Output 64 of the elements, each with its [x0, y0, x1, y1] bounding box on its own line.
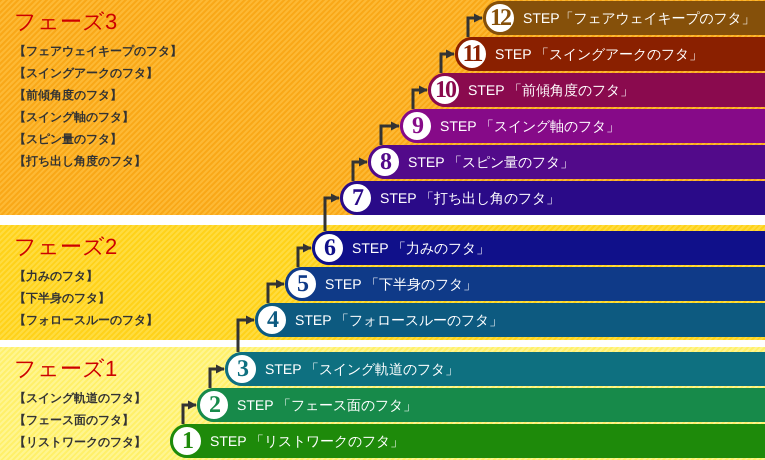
phase-item: 【フェアウェイキープのフタ】	[14, 43, 182, 60]
phase-band	[0, 225, 765, 340]
step-number: 3	[225, 352, 259, 386]
phase-item: 【打ち出し角度のフタ】	[14, 153, 147, 170]
phase-heading: フェーズ1	[14, 355, 118, 383]
step-number: 12	[483, 1, 517, 35]
phase-band	[0, 0, 765, 215]
step-number: 7	[340, 181, 374, 215]
step-label: STEP 「打ち出し角のフタ」	[380, 188, 560, 208]
step-number: 2	[197, 388, 231, 422]
step-arrow	[296, 244, 312, 267]
step-number: 9	[400, 109, 434, 143]
phase-band	[0, 347, 765, 460]
phase-item: 【スピン量のフタ】	[14, 131, 123, 148]
step-bar	[285, 267, 765, 301]
phase-item: 【リストワークのフタ】	[14, 434, 146, 451]
step-arrow	[182, 400, 197, 424]
step-label: STEP 「フォロースルーのフタ」	[295, 310, 504, 330]
step-number: 11	[455, 37, 489, 71]
step-bar	[483, 1, 765, 35]
phase-item: 【下半身のフタ】	[14, 290, 111, 307]
phase-item: 【スイング軸のフタ】	[14, 109, 135, 126]
step-arrow	[440, 50, 455, 73]
step-arrow	[412, 86, 428, 109]
step-number: 4	[255, 303, 289, 337]
phase-item: 【スイング軌道のフタ】	[14, 390, 146, 407]
step-arrow	[466, 14, 483, 37]
step-arrow	[208, 364, 225, 388]
phase-heading: フェーズ3	[14, 8, 118, 36]
step-arrow	[324, 194, 340, 231]
step-bar	[428, 73, 765, 107]
step-bar	[197, 388, 765, 422]
step-label: STEP 「スイング軸のフタ」	[440, 116, 620, 136]
step-label: STEP 「スイング軌道のフタ」	[265, 360, 460, 378]
step-label: STEP 「前傾角度のフタ」	[468, 80, 634, 100]
phase-heading: フェーズ2	[14, 233, 118, 261]
step-label: STEP 「リストワークのフタ」	[210, 432, 404, 450]
step-bar	[400, 109, 765, 143]
step-number: 8	[368, 145, 402, 179]
step-bar	[368, 145, 765, 179]
step-arrow	[352, 158, 368, 181]
phase-item: 【フォロースルーのフタ】	[14, 312, 158, 329]
step-label: STEP 「スイングアークのフタ」	[495, 44, 704, 64]
step-bar	[340, 181, 765, 215]
step-bar	[255, 303, 765, 337]
phase-item: 【スイングアークのフタ】	[14, 65, 159, 82]
step-label: STEP 「力みのフタ」	[352, 238, 490, 258]
step-bar	[170, 424, 765, 458]
step-number: 10	[428, 73, 462, 107]
step-bar	[455, 37, 765, 71]
phase-item: 【前傾角度のフタ】	[14, 87, 123, 104]
step-label: STEP 「下半身のフタ」	[325, 274, 478, 294]
step-number: 1	[170, 424, 204, 458]
phase-item: 【フェース面のフタ】	[14, 412, 135, 429]
step-bar	[312, 231, 765, 265]
step-arrow	[266, 280, 285, 303]
step-bar	[225, 352, 765, 386]
phase-item: 【力みのフタ】	[14, 268, 99, 285]
step-label: STEP 「フェース面のフタ」	[237, 396, 418, 414]
step-label: STEP「フェアウェイキープのフタ」	[523, 8, 756, 28]
step-label: STEP 「スピン量のフタ」	[408, 152, 574, 172]
step-number: 6	[312, 231, 346, 265]
step-number: 5	[285, 267, 319, 301]
step-arrow	[380, 122, 400, 145]
